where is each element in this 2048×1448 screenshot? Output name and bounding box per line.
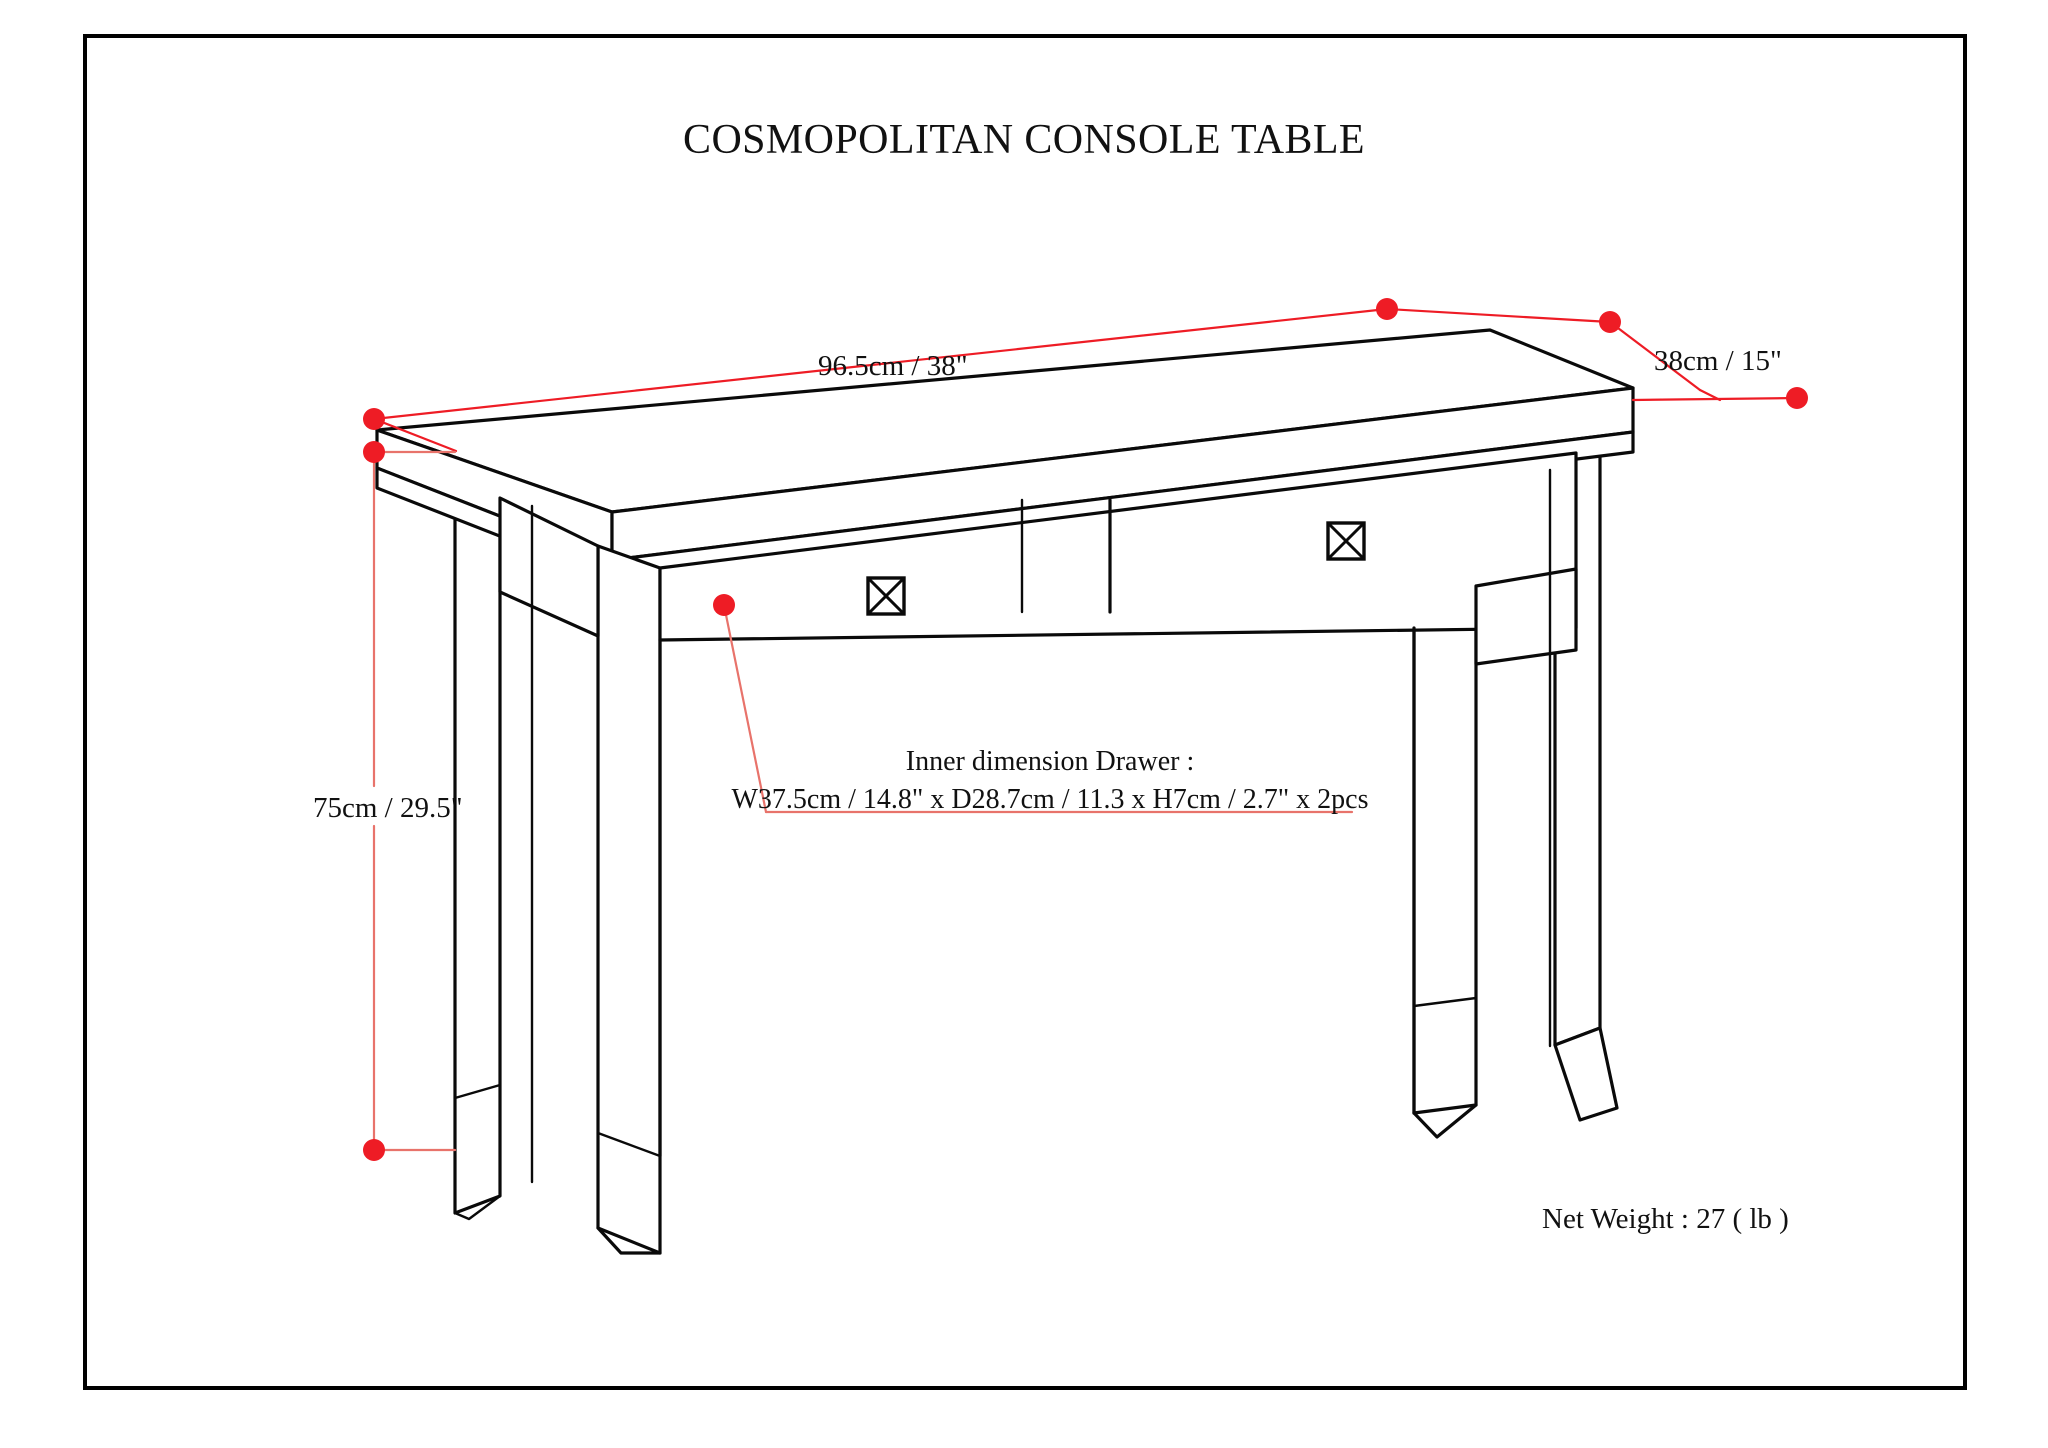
dimension-width [363, 298, 1612, 453]
drawer-dimension-note: Inner dimension Drawer : W37.5cm / 14.8"… [700, 746, 1400, 816]
dimension-label-height: 75cm / 29.5" [313, 792, 463, 824]
drawer-bottom-rail [658, 626, 1578, 642]
dimension-dot-height-top [363, 441, 385, 463]
console-table-drawing [375, 328, 1635, 1255]
dimension-dot-width-end [1376, 298, 1398, 320]
leg-front-left-taper [596, 1131, 662, 1158]
square-x-knob-icon-right[interactable] [1326, 521, 1366, 561]
leg-front-right-taper [1412, 996, 1478, 1008]
drawer-leader-line [713, 594, 1354, 814]
leg-front-left-foot [596, 1226, 662, 1255]
drawer-note-line-2: W37.5cm / 14.8" x D28.7cm / 11.3 x H7cm … [731, 784, 1369, 816]
dimension-depth [1599, 311, 1808, 409]
page-title: COSMOPOLITAN CONSOLE TABLE [683, 117, 1365, 163]
leg-front-right-foot [1412, 1103, 1478, 1139]
dimension-label-width: 96.5cm / 38" [818, 350, 968, 382]
sheet-border [83, 34, 1967, 1390]
square-x-knob-icon-left[interactable] [866, 576, 906, 616]
dimension-label-depth: 38cm / 15" [1654, 345, 1782, 377]
side-apron-left-edge [498, 590, 600, 638]
dimension-dot-depth-start [1599, 311, 1621, 333]
drawer-note-line-1: Inner dimension Drawer : [905, 746, 1195, 777]
dimension-height [363, 441, 457, 1161]
drawer-top-rail [658, 451, 1578, 570]
leg-back-left-taper [453, 1083, 502, 1100]
leg-back-right-foot [1553, 1026, 1619, 1122]
leg-back-left [453, 464, 502, 1215]
dimension-dot-depth-end [1786, 387, 1808, 409]
dimension-dot-width-start [363, 408, 385, 430]
dimension-dot-height-bottom [363, 1139, 385, 1161]
dimension-dot-drawer [713, 594, 735, 616]
leg-front-left [596, 544, 662, 1255]
side-apron-right [1474, 567, 1578, 666]
net-weight-label: Net Weight : 27 ( lb ) [1542, 1203, 1789, 1235]
leg-back-left-foot [453, 1194, 502, 1221]
leg-front-right [1412, 584, 1478, 1115]
